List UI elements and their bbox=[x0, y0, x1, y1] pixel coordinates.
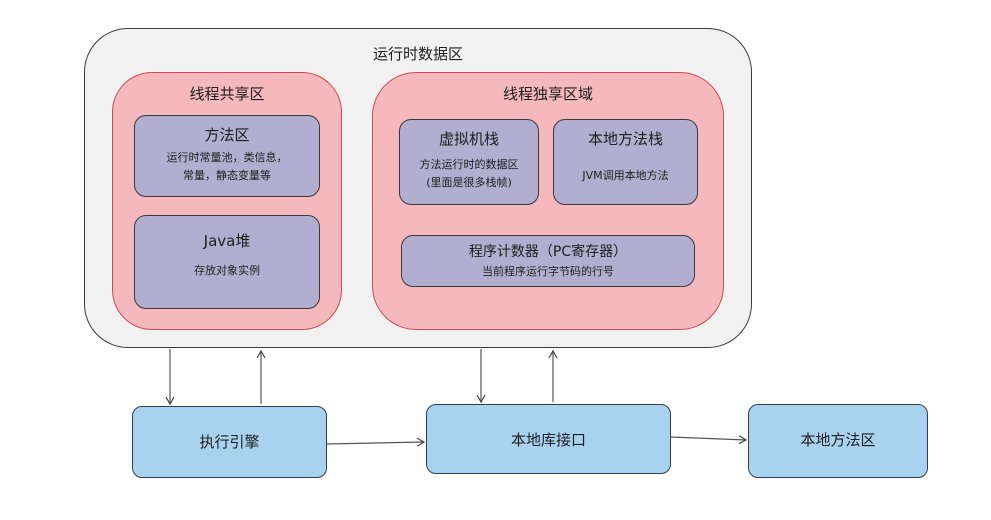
method-area-desc-line1: 运行时常量池，类信息， bbox=[166, 151, 288, 164]
native-method-area-box: 本地方法区 bbox=[748, 404, 928, 478]
method-area-box: 方法区 运行时常量池，类信息， 常量，静态变量等 bbox=[134, 115, 320, 197]
native-interface-label: 本地库接口 bbox=[510, 431, 586, 449]
method-area-title: 方法区 bbox=[204, 126, 250, 144]
native-method-stack-title: 本地方法栈 bbox=[587, 130, 663, 148]
method-area-desc-line2: 常量，静态变量等 bbox=[183, 169, 271, 182]
runtime-data-area-title: 运行时数据区 bbox=[372, 45, 463, 63]
java-heap-title: Java堆 bbox=[203, 232, 251, 250]
thread-private-area: 线程独享区域 虚拟机栈 方法运行时的数据区 (里面是很多栈帧) 本地方法栈 JV… bbox=[372, 72, 724, 330]
arrow-engine-to-interface bbox=[326, 437, 426, 447]
vm-stack-desc-line2: (里面是很多栈帧) bbox=[426, 176, 512, 189]
java-heap-box: Java堆 存放对象实例 bbox=[134, 215, 320, 309]
pc-register-desc: 当前程序运行字节码的行号 bbox=[482, 265, 614, 278]
native-method-area-label: 本地方法区 bbox=[800, 431, 876, 449]
native-method-stack-box: 本地方法栈 JVM调用本地方法 bbox=[553, 119, 698, 205]
pc-register-box: 程序计数器（PC寄存器） 当前程序运行字节码的行号 bbox=[401, 235, 695, 287]
execution-engine-box: 执行引擎 bbox=[132, 406, 327, 478]
thread-private-area-title: 线程独享区域 bbox=[502, 85, 593, 103]
native-method-stack-desc: JVM调用本地方法 bbox=[582, 169, 669, 182]
vm-stack-desc-line1: 方法运行时的数据区 bbox=[419, 158, 519, 171]
thread-shared-area: 线程共享区 方法区 运行时常量池，类信息， 常量，静态变量等 Java堆 存放对… bbox=[112, 72, 342, 330]
execution-engine-label: 执行引擎 bbox=[199, 433, 260, 451]
arrow-interface-to-native-area bbox=[670, 435, 748, 445]
vm-stack-title: 虚拟机栈 bbox=[438, 130, 499, 148]
java-heap-desc: 存放对象实例 bbox=[194, 264, 260, 277]
vm-stack-box: 虚拟机栈 方法运行时的数据区 (里面是很多栈帧) bbox=[399, 119, 539, 205]
thread-shared-area-title: 线程共享区 bbox=[189, 85, 265, 103]
native-interface-box: 本地库接口 bbox=[426, 404, 671, 474]
pc-register-title: 程序计数器（PC寄存器） bbox=[468, 244, 628, 260]
